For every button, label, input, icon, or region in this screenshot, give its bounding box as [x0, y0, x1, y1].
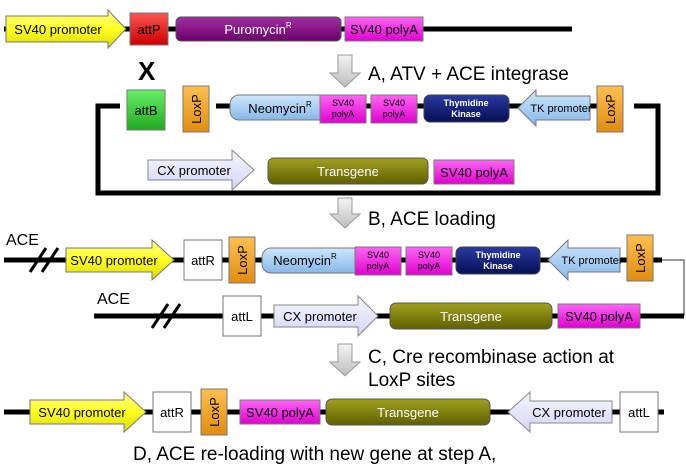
plasmid-tk-promoter-label: TK promoter: [530, 103, 591, 115]
plasmid-loxP-right-label: LoxP: [603, 94, 618, 124]
loaded-connector-line: [662, 259, 685, 316]
final-sv40-polyA-label: SV40 polyA: [246, 405, 314, 420]
plasmid-transgene-label: Transgene: [317, 164, 379, 179]
plasmid-thymidine-kinase: Thymidine Kinase: [423, 94, 510, 123]
loaded-top-polyA-2-line1: SV40: [418, 250, 440, 260]
loaded-top-tk-promoter: TK promoter: [547, 238, 623, 282]
final-attR: attR: [152, 391, 192, 433]
loaded-bottom-ace-label: ACE: [97, 291, 130, 308]
final-transgene-label: Transgene: [377, 405, 439, 420]
plasmid-polyA-1-line2: polyA: [332, 109, 355, 119]
step-c-arrow: [328, 343, 362, 377]
final-loxP: LoxP: [200, 388, 228, 436]
row1-sv40-polyA: SV40 polyA: [344, 16, 424, 42]
loaded-bottom-break-mark: [150, 303, 182, 329]
plasmid-sv40-polyA-label: SV40 polyA: [440, 165, 508, 180]
recombination-cross-mark: X: [138, 56, 156, 86]
plasmid-transgene: Transgene: [267, 157, 429, 185]
plasmid-attB-label: attB: [134, 103, 157, 118]
loaded-top-loxP-right-label: LoxP: [633, 243, 648, 273]
loaded-bottom-transgene-label: Transgene: [440, 309, 502, 324]
step-a-arrow: [328, 54, 362, 88]
loaded-top-break-mark: [28, 247, 60, 273]
step-c-label-line1: C, Cre recombinase action at: [368, 347, 615, 368]
loaded-top-loxP-right: LoxP: [626, 234, 654, 282]
loaded-top-loxP-left-label: LoxP: [235, 245, 250, 275]
final-attL: attL: [619, 391, 659, 433]
loaded-top-sv40-promoter-label: SV40 promoter: [70, 253, 158, 268]
loaded-top-neomycin: NeomycinR: [261, 247, 363, 274]
final-cx-promoter: CX promoter: [507, 390, 613, 434]
plasmid-sv40-polyA: SV40 polyA: [433, 159, 515, 185]
row1-attP: attP: [129, 12, 169, 46]
plasmid-polyA-2-line1: SV40: [383, 98, 405, 108]
loaded-top-attR: attR: [183, 239, 223, 281]
plasmid-loop-line: [95, 103, 661, 196]
step-d-label: D, ACE re-loading with new gene at step …: [133, 444, 496, 465]
plasmid-cx-promoter-label: CX promoter: [157, 163, 231, 178]
plasmid-polyA-2: SV40 polyA: [370, 94, 418, 124]
loaded-top-polyA-2: SV40 polyA: [405, 246, 453, 276]
loaded-bottom-attL-label: attL: [231, 309, 253, 324]
svg-text:NeomycinR: NeomycinR: [248, 100, 312, 116]
plasmid-attB: attB: [126, 89, 166, 131]
plasmid-loxP-left: LoxP: [182, 85, 210, 133]
loaded-bottom-sv40-polyA: SV40 polyA: [557, 303, 641, 329]
svg-text:PuromycinR: PuromycinR: [224, 21, 291, 37]
loaded-bottom-cx-promoter-label: CX promoter: [283, 309, 357, 324]
plasmid-tk-promoter: TK promoter: [517, 88, 592, 128]
loaded-bottom-transgene: Transgene: [389, 302, 553, 330]
plasmid-thymidine-line1: Thymidine: [443, 98, 488, 108]
plasmid-thymidine-line2: Kinase: [451, 109, 481, 119]
plasmid-neomycin-label: Neomycin: [248, 101, 306, 116]
loaded-bottom-attL: attL: [222, 295, 262, 337]
loaded-top-polyA-1-line1: SV40: [367, 250, 389, 260]
row1-puromycin: PuromycinR: [175, 16, 342, 42]
final-attL-label: attL: [628, 405, 650, 420]
loaded-top-thymidine-line2: Kinase: [483, 261, 513, 271]
loaded-top-loxP-left: LoxP: [228, 236, 256, 284]
final-loxP-label: LoxP: [207, 397, 222, 427]
loaded-top-tk-promoter-label: TK promoter: [561, 255, 622, 267]
row1-sv40-promoter-label: SV40 promoter: [14, 22, 102, 37]
plasmid-polyA-1: SV40 polyA: [319, 94, 367, 124]
plasmid-loxP-left-label: LoxP: [189, 94, 204, 124]
row1-sv40-promoter: SV40 promoter: [5, 8, 127, 50]
plasmid-cx-promoter: CX promoter: [147, 148, 255, 192]
final-cx-promoter-label: CX promoter: [532, 405, 606, 420]
loaded-top-polyA-1: SV40 polyA: [354, 246, 402, 276]
step-b-label: B, ACE loading: [368, 209, 496, 230]
loaded-bottom-cx-promoter: CX promoter: [273, 294, 379, 338]
loaded-top-thymidine-kinase: Thymidine Kinase: [455, 246, 541, 275]
plasmid-loxP-right: LoxP: [596, 85, 624, 133]
loaded-top-polyA-2-line2: polyA: [418, 261, 441, 271]
loaded-top-neomycin-superscript: R: [331, 252, 337, 261]
loaded-top-ace-label: ACE: [6, 232, 39, 249]
final-transgene: Transgene: [325, 398, 491, 426]
final-sv40-promoter-label: SV40 promoter: [38, 405, 126, 420]
loaded-top-sv40-promoter: SV40 promoter: [65, 238, 175, 282]
step-a-label: A, ATV + ACE integrase: [368, 64, 569, 85]
loaded-top-polyA-1-line2: polyA: [367, 261, 390, 271]
final-attR-label: attR: [160, 405, 184, 420]
row1-sv40-polyA-label: SV40 polyA: [350, 22, 418, 37]
row1-attP-label: attP: [137, 22, 160, 37]
row1-puromycin-superscript: R: [286, 21, 292, 30]
final-sv40-promoter: SV40 promoter: [29, 390, 147, 434]
final-sv40-polyA: SV40 polyA: [239, 399, 321, 425]
step-b-arrow: [328, 197, 362, 229]
loaded-top-attR-label: attR: [191, 253, 215, 268]
svg-text:NeomycinR: NeomycinR: [273, 252, 337, 268]
loaded-top-neomycin-label: Neomycin: [273, 253, 331, 268]
plasmid-neomycin-superscript: R: [306, 100, 312, 109]
row1-puromycin-label: Puromycin: [224, 22, 285, 37]
plasmid-polyA-2-line2: polyA: [383, 109, 406, 119]
step-c-label-line2: LoxP sites: [368, 370, 455, 391]
plasmid-polyA-1-line1: SV40: [332, 98, 354, 108]
loaded-top-thymidine-line1: Thymidine: [475, 250, 520, 260]
loaded-bottom-sv40-polyA-label: SV40 polyA: [565, 309, 633, 324]
